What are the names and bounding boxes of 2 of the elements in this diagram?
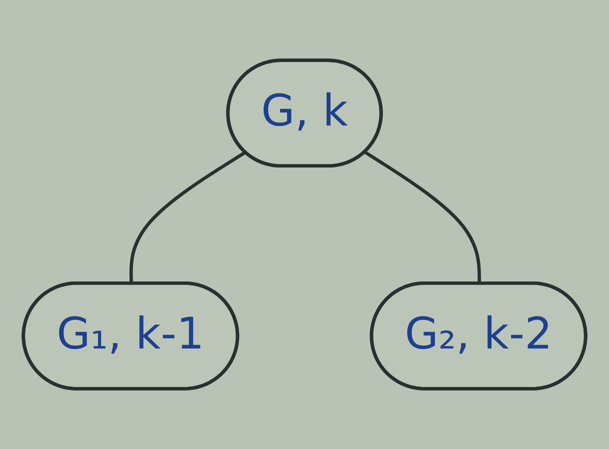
connector [364,150,482,284]
connector [129,150,246,284]
